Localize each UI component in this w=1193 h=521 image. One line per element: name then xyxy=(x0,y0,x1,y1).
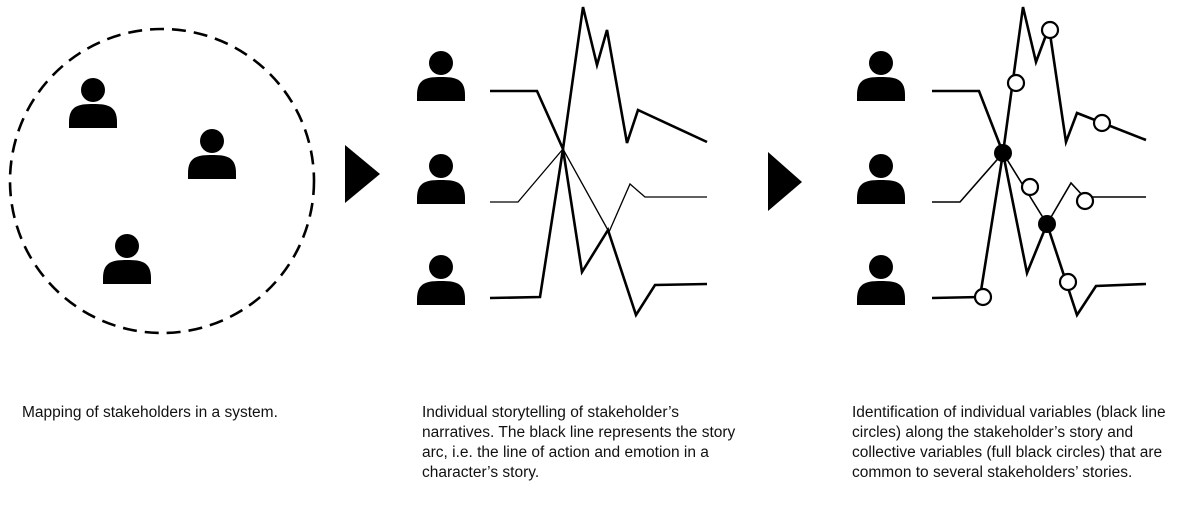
person-icon xyxy=(857,51,905,101)
story-line-third xyxy=(931,152,1147,318)
individual-variable-marker xyxy=(1058,272,1078,292)
panel-system-mapping xyxy=(8,27,316,335)
system-boundary xyxy=(8,27,316,335)
individual-variable-marker xyxy=(1006,73,1026,93)
panel-individual-storytelling xyxy=(417,6,708,319)
person-icon xyxy=(417,51,465,101)
story-line-thin xyxy=(490,147,707,234)
story-arc-line xyxy=(932,6,1147,159)
panel-variable-identification xyxy=(857,6,1147,318)
person-icon xyxy=(69,78,117,128)
story-line-third xyxy=(489,148,708,319)
caption-variable-identification: Identification of individual variables (… xyxy=(852,404,1166,481)
individual-variable-marker xyxy=(1040,20,1060,40)
person-icon xyxy=(417,154,465,204)
individual-variable-marker xyxy=(1020,177,1040,197)
person-icon xyxy=(188,129,236,179)
triangle-right-icon xyxy=(345,145,380,203)
individual-variable-marker xyxy=(1092,113,1112,133)
story-line-thin xyxy=(932,151,1146,226)
person-icon xyxy=(857,154,905,204)
collective-variable-marker xyxy=(994,144,1012,162)
triangle-right-icon xyxy=(768,152,802,211)
person-icon xyxy=(857,255,905,305)
person-icon xyxy=(103,234,151,284)
collective-variable-marker xyxy=(1038,215,1056,233)
story-arc-line xyxy=(490,6,708,154)
person-icon xyxy=(417,255,465,305)
individual-variable-marker xyxy=(973,287,993,307)
caption-individual-storytelling: Individual storytelling of stakeholder’s… xyxy=(422,404,736,481)
individual-variable-marker xyxy=(1075,191,1095,211)
caption-system-mapping: Mapping of stakeholders in a system. xyxy=(22,404,278,421)
